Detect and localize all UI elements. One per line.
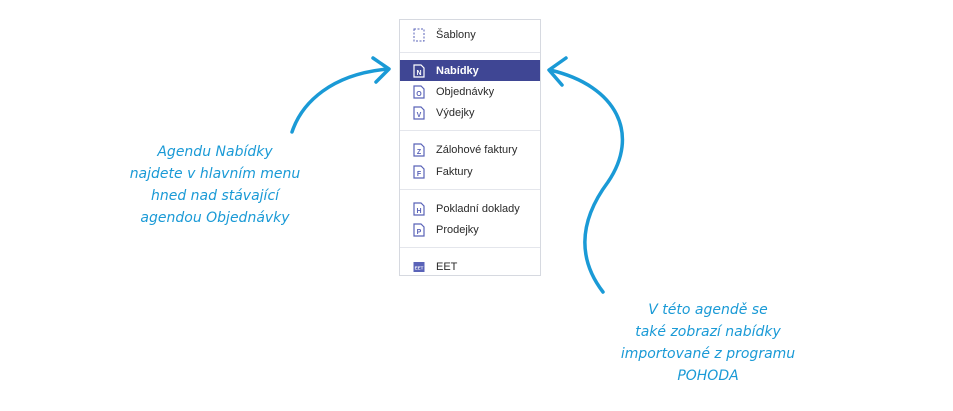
svg-text:N: N [416, 70, 421, 77]
menu-divider [400, 52, 540, 53]
left-annotation-line: hned nad stávající [150, 188, 280, 204]
document-n-icon: N [413, 63, 425, 78]
svg-text:H: H [416, 208, 421, 215]
document-h-icon: H [413, 201, 425, 216]
left-annotation-line: agendou Objednávky [140, 210, 290, 226]
menu-item-label: Výdejky [436, 106, 475, 119]
template-icon [413, 28, 425, 41]
svg-text:Z: Z [417, 149, 422, 156]
document-o-icon: O [413, 84, 425, 99]
menu-divider [400, 189, 540, 190]
menu-item-prodejky[interactable]: P Prodejky [400, 219, 540, 240]
menu-item-vydejky[interactable]: V Výdejky [400, 102, 540, 123]
menu-item-label: Faktury [436, 165, 473, 178]
left-annotation-line: najdete v hlavním menu [129, 166, 301, 182]
menu-item-label: EET [436, 260, 458, 273]
left-annotation: Agendu Nabídky najdete v hlavním menu hn… [105, 141, 325, 229]
menu-item-label: Zálohové faktury [436, 143, 518, 156]
menu-divider [400, 130, 540, 131]
svg-text:F: F [417, 171, 422, 178]
menu-item-label: Šablony [436, 28, 476, 41]
menu-divider [400, 247, 540, 248]
svg-text:V: V [417, 112, 422, 119]
right-annotation-line: POHODA [677, 368, 739, 384]
menu-item-label: Objednávky [436, 85, 495, 98]
right-annotation-line: také zobrazí nabídky [635, 324, 781, 340]
right-arrow-line [548, 68, 625, 294]
menu-item-label: Nabídky [436, 64, 479, 77]
menu-item-objednavky[interactable]: O Objednávky [400, 81, 540, 102]
document-f-icon: F [413, 164, 425, 179]
right-arrow-head [547, 56, 568, 87]
main-menu: Šablony N Nabídky O Objednávky V Výdejky… [399, 19, 541, 276]
menu-item-faktury[interactable]: F Faktury [400, 161, 540, 182]
left-arrow-line [290, 67, 390, 134]
menu-item-zalohove-faktury[interactable]: Z Zálohové faktury [400, 139, 540, 160]
menu-item-label: Prodejky [436, 223, 479, 236]
document-p-icon: P [413, 222, 425, 237]
eet-icon: EET [413, 261, 425, 272]
menu-item-nabidky[interactable]: N Nabídky [400, 60, 540, 81]
right-annotation-line: V této agendě se [648, 302, 768, 318]
menu-item-label: Pokladní doklady [436, 202, 520, 215]
document-z-icon: Z [413, 142, 425, 157]
right-annotation: V této agendě se také zobrazí nabídky im… [583, 299, 833, 387]
svg-text:O: O [416, 91, 422, 98]
right-annotation-line: importované z programu [620, 346, 796, 362]
menu-item-eet[interactable]: EET EET [400, 256, 540, 275]
left-arrow-head [371, 56, 391, 84]
menu-item-pokladni-doklady[interactable]: H Pokladní doklady [400, 198, 540, 219]
svg-text:EET: EET [415, 265, 424, 270]
svg-text:P: P [417, 229, 422, 236]
document-v-icon: V [413, 105, 425, 120]
menu-item-sablony[interactable]: Šablony [400, 24, 540, 45]
left-annotation-line: Agendu Nabídky [157, 144, 273, 160]
